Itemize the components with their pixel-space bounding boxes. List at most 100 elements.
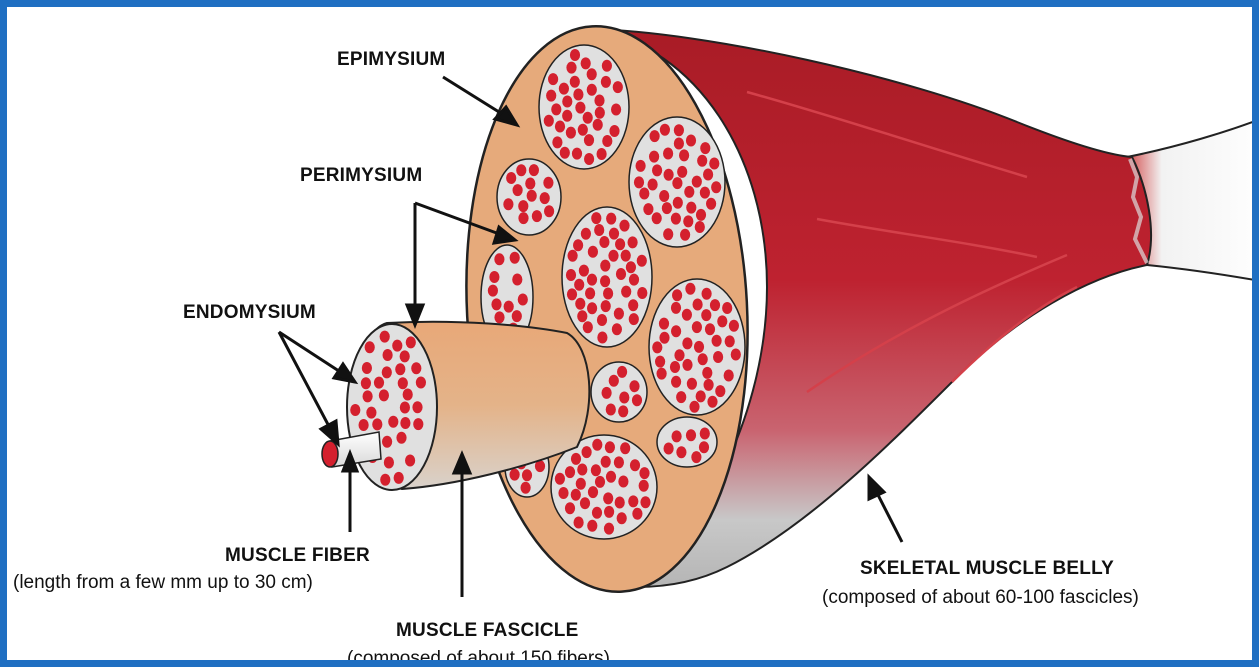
fiber-cross-section — [522, 469, 532, 481]
fiber-cross-section — [595, 476, 605, 488]
fiber-cross-section — [637, 287, 647, 299]
fiber-cross-section — [584, 134, 594, 146]
fiber-cross-section — [693, 299, 703, 311]
fiber-cross-section — [628, 236, 638, 248]
fiber-cross-section — [548, 73, 558, 85]
fiber-cross-section — [725, 335, 735, 347]
fiber-cross-section — [592, 507, 602, 519]
fiber-cross-section — [692, 321, 702, 333]
fiber-cross-section — [587, 68, 597, 80]
fiber-cross-section — [544, 205, 554, 217]
fiber-cross-section — [510, 252, 520, 264]
fiber-cross-section — [713, 351, 723, 363]
fiber-cross-section — [562, 96, 572, 108]
fiber-cross-section — [664, 443, 674, 455]
fiber-cross-section — [566, 127, 576, 139]
fiber-cross-section — [601, 76, 611, 88]
fiber-cross-section — [380, 331, 390, 343]
fiber-cross-section — [619, 392, 629, 404]
fiber-cross-section — [637, 255, 647, 267]
fiber-cross-section — [712, 335, 722, 347]
fiber-cross-section — [606, 471, 616, 483]
fiber-cross-section — [489, 271, 499, 283]
fiber-cross-section — [574, 517, 584, 529]
fiber-cross-section — [710, 299, 720, 311]
fiber-cross-section — [682, 359, 692, 371]
fascicle-region — [657, 417, 717, 467]
fiber-cross-section — [606, 404, 616, 416]
fiber-cross-section — [546, 90, 556, 102]
fiber-cross-section — [619, 220, 629, 232]
fiber-cross-section — [701, 309, 711, 321]
fiber-cross-section — [676, 391, 686, 403]
fiber-cross-section — [588, 246, 598, 258]
fiber-cross-section — [621, 250, 631, 262]
fiber-cross-section — [396, 432, 406, 444]
fiber-cross-section — [567, 288, 577, 300]
fiber-cross-section — [506, 172, 516, 184]
fiber-cross-section — [594, 95, 604, 107]
fiber-cross-section — [629, 313, 639, 325]
fiber-cross-section — [722, 302, 732, 314]
fiber-cross-section — [683, 215, 693, 227]
fiber-cross-section — [521, 482, 531, 494]
fiber-cross-section — [504, 301, 514, 313]
fiber-cross-section — [674, 349, 684, 361]
fiber-cross-section — [628, 299, 638, 311]
fiber-cross-section — [652, 212, 662, 224]
fiber-cross-section — [602, 387, 612, 399]
fiber-cross-section — [510, 469, 520, 481]
fiber-cross-section — [597, 148, 607, 160]
fiber-cross-section — [621, 286, 631, 298]
fiber-cross-section — [682, 309, 692, 321]
fiber-cross-section — [366, 407, 376, 419]
fiber-cross-section — [679, 149, 689, 161]
fiber-cross-section — [617, 366, 627, 378]
fiber-cross-section — [671, 325, 681, 337]
fiber-cross-section — [629, 274, 639, 286]
fiber-cross-section — [664, 169, 674, 181]
fiber-cross-section — [395, 363, 405, 375]
fiber-cross-section — [570, 49, 580, 61]
fiber-cross-section — [398, 377, 408, 389]
muscle-fiber-note: (length from a few mm up to 30 cm) — [13, 573, 313, 594]
fiber-cross-section — [558, 487, 568, 499]
fiber-cross-section — [587, 84, 597, 96]
fiber-cross-section — [412, 401, 422, 413]
fiber-cross-section — [703, 169, 713, 181]
fiber-cross-section — [579, 265, 589, 277]
fiber-cross-section — [660, 124, 670, 136]
fiber-cross-section — [670, 361, 680, 373]
fiber-cross-section — [618, 405, 628, 417]
fiber-cross-section — [614, 308, 624, 320]
fiber-cross-section — [711, 181, 721, 193]
fiber-cross-section — [392, 340, 402, 352]
fiber-cross-section — [575, 102, 585, 114]
fiber-cross-section — [640, 496, 650, 508]
fiber-cross-section — [591, 464, 601, 476]
fiber-cross-section — [362, 362, 372, 374]
fiber-cross-section — [570, 76, 580, 88]
fiber-cross-section — [592, 439, 602, 451]
fiber-cross-section — [691, 451, 701, 463]
fiber-cross-section — [529, 164, 539, 176]
epimysium-label: EPIMYSIUM — [337, 50, 445, 71]
fiber-cross-section — [632, 394, 642, 406]
fiber-cross-section — [604, 523, 614, 535]
fiber-cross-section — [518, 294, 528, 306]
muscle-fascicle-note: (composed of about 150 fibers) — [347, 649, 610, 667]
fiber-cross-section — [372, 418, 382, 430]
fiber-cross-section — [606, 213, 616, 225]
fiber-cross-section — [512, 310, 522, 322]
fiber-cross-section — [518, 212, 528, 224]
fiber-cross-section — [659, 190, 669, 202]
fiber-cross-section — [659, 318, 669, 330]
fiber-cross-section — [706, 198, 716, 210]
fiber-cross-section — [702, 367, 712, 379]
fiber-cross-section — [717, 315, 727, 327]
fiber-cross-section — [655, 356, 665, 368]
fiber-cross-section — [671, 302, 681, 314]
fiber-cross-section — [698, 353, 708, 365]
fiber-cross-section — [650, 130, 660, 142]
fiber-cross-section — [551, 103, 561, 115]
